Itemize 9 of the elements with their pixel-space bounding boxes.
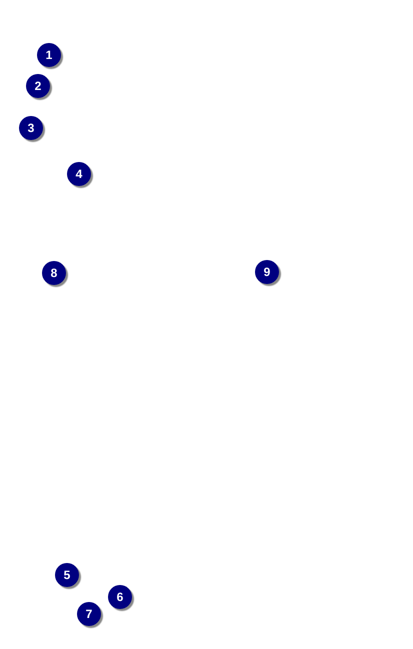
callout-number: 2 bbox=[26, 74, 50, 98]
callout-number: 3 bbox=[19, 116, 43, 140]
callout-number: 7 bbox=[77, 602, 101, 626]
callout-number: 4 bbox=[67, 162, 91, 186]
callout-number: 8 bbox=[42, 261, 66, 285]
callout-number: 5 bbox=[55, 563, 79, 587]
callout-number: 9 bbox=[255, 260, 279, 284]
callout-number: 6 bbox=[108, 585, 132, 609]
callout-number: 1 bbox=[37, 43, 61, 67]
